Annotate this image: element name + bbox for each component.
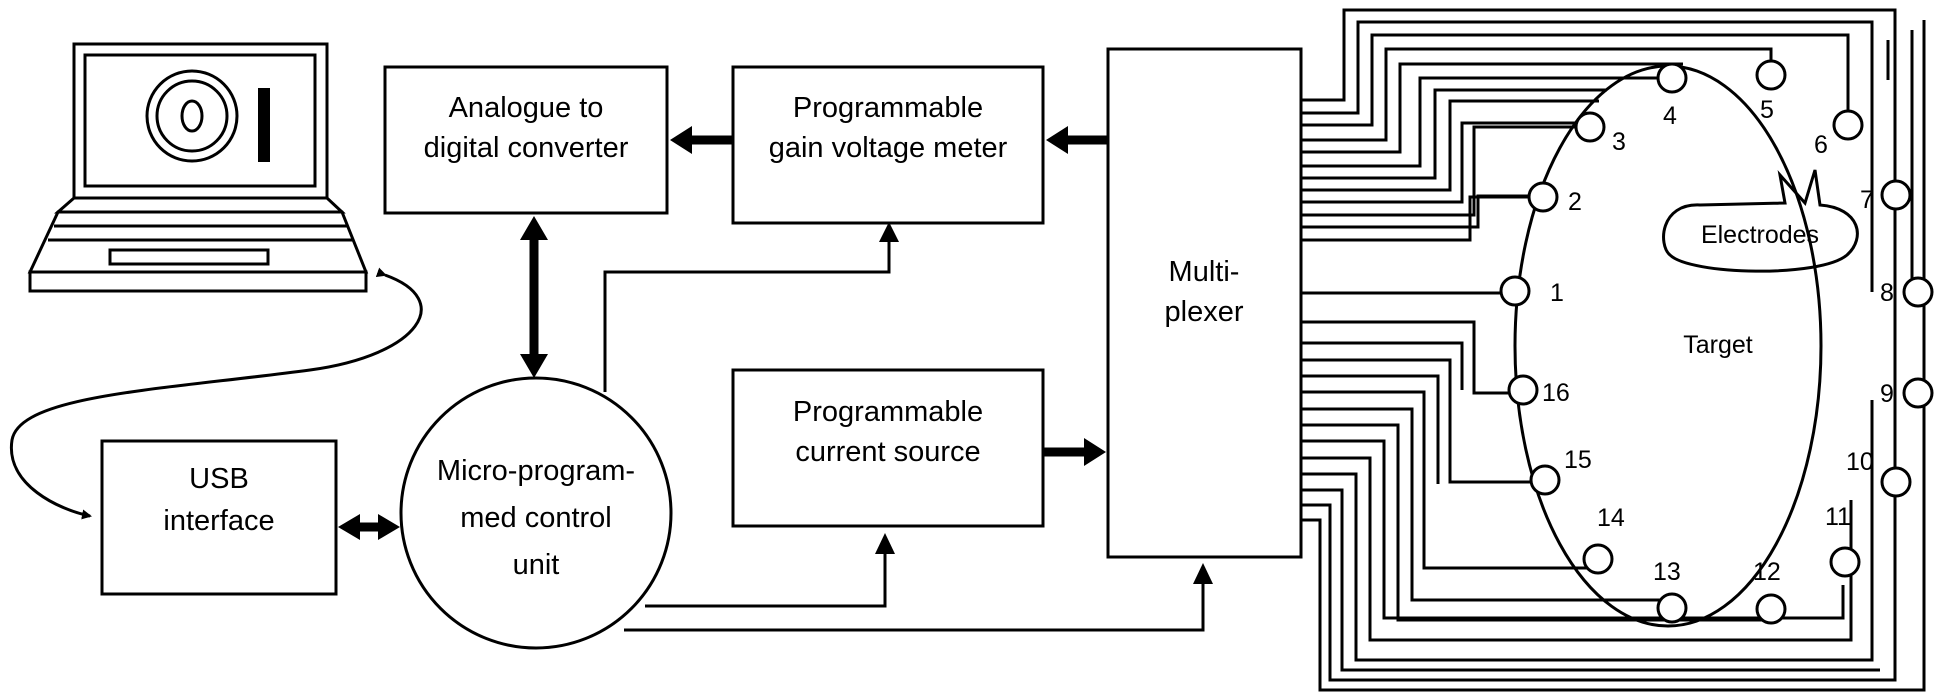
electrode-5 <box>1755 59 1787 91</box>
multiplexer-block: Multi- plexer <box>1106 47 1303 559</box>
electrode-13 <box>1656 592 1688 624</box>
pgvm-block: Programmable gain voltage meter <box>731 65 1045 225</box>
pcs-label-line1: Programmable <box>793 396 983 428</box>
target-ellipse <box>1513 64 1823 628</box>
electrodes-label: Electrodes <box>1701 221 1819 249</box>
usb-label-line1: USB <box>189 463 249 495</box>
electrode-11 <box>1829 546 1861 578</box>
electrode-number: 14 <box>1597 504 1625 532</box>
adc-block: Analogue to digital converter <box>383 65 669 215</box>
electrode-1 <box>1499 275 1531 307</box>
electrode-4 <box>1656 62 1688 94</box>
pgvm-label-line1: Programmable <box>793 92 983 124</box>
electrode-number: 15 <box>1564 446 1592 474</box>
electrode-number: 4 <box>1663 102 1677 130</box>
adc-label-line1: Analogue to <box>449 92 604 124</box>
mcu-label-line3: unit <box>513 549 560 581</box>
electrode-number: 5 <box>1760 96 1774 124</box>
electrode-number: 2 <box>1568 188 1582 216</box>
control-lines <box>603 222 1213 632</box>
electrode-number: 1 <box>1550 279 1564 307</box>
electrode-10 <box>1880 466 1912 498</box>
electrode-numbers: 1 2 3 4 5 6 7 8 9 10 11 12 13 14 15 16 <box>1542 96 1894 586</box>
electrode-9 <box>1902 377 1934 409</box>
electrode-7 <box>1880 179 1912 211</box>
laptop-icon <box>27 42 369 293</box>
electrode-number: 12 <box>1753 558 1781 586</box>
control-unit-block: Micro-program- med control unit <box>399 376 673 650</box>
electrodes <box>1499 59 1934 625</box>
usb-interface-block: USB interface <box>100 439 338 596</box>
electrode-14 <box>1582 543 1614 575</box>
adc-label-line2: digital converter <box>424 132 629 164</box>
pgvm-label-line2: gain voltage meter <box>769 132 1008 164</box>
target-label: Target <box>1683 331 1753 359</box>
electrode-8 <box>1902 276 1934 308</box>
electrode-number: 3 <box>1612 128 1626 156</box>
mcu-label-line2: med control <box>460 502 612 534</box>
usb-label-line2: interface <box>163 505 274 537</box>
laptop-usb-link <box>9 267 423 520</box>
electrode-number: 10 <box>1846 448 1874 476</box>
electrode-wiring <box>1301 8 1926 692</box>
electrode-16 <box>1507 374 1539 406</box>
electrode-number: 7 <box>1860 186 1874 214</box>
electrodes-callout: Electrodes <box>1662 169 1859 273</box>
electrode-number: 16 <box>1542 379 1570 407</box>
electrode-number: 13 <box>1653 558 1681 586</box>
mcu-label-line1: Micro-program- <box>437 455 635 487</box>
electrode-number: 9 <box>1880 380 1894 408</box>
electrode-15 <box>1529 464 1561 496</box>
electrode-6 <box>1832 109 1864 141</box>
pcs-label-line2: current source <box>795 436 980 468</box>
electrode-number: 8 <box>1880 279 1894 307</box>
electrode-number: 6 <box>1814 131 1828 159</box>
current-source-block: Programmable current source <box>731 368 1045 528</box>
electrode-12 <box>1755 593 1787 625</box>
mux-label-line1: Multi- <box>1169 256 1240 288</box>
electrode-2 <box>1527 181 1559 213</box>
mux-label-line2: plexer <box>1165 296 1244 328</box>
thick-arrows <box>338 126 1108 540</box>
electrode-number: 11 <box>1825 503 1851 531</box>
electrode-3 <box>1574 111 1606 143</box>
